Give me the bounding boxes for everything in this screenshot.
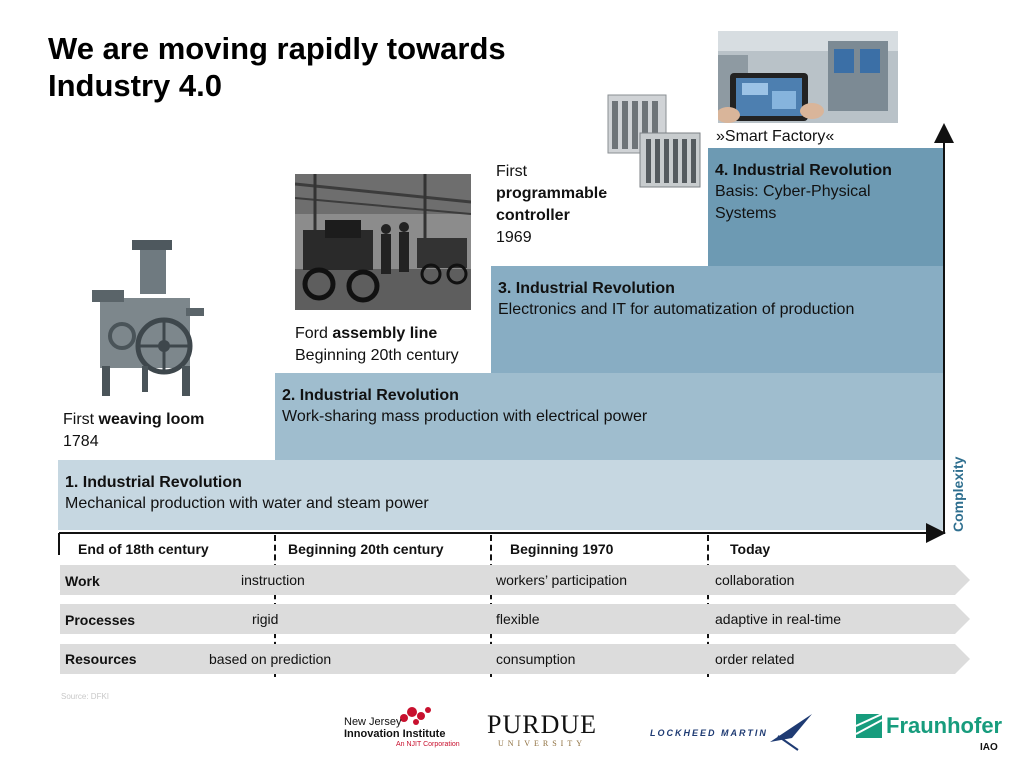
revolution-4-heading: 4. Industrial Revolution — [715, 162, 892, 179]
caption-loom-pre: First — [63, 411, 99, 428]
y-axis-label: Complexity — [950, 456, 966, 532]
era-label-1: End of 18th century — [78, 541, 209, 557]
lockheed-martin-logo: LOCKHEED MARTIN — [650, 712, 812, 752]
purdue-sub: UNIVERSITY — [498, 739, 586, 748]
row-processes-value-1: rigid — [252, 611, 279, 627]
row-label-processes: Processes — [65, 612, 136, 628]
title-line-2: Industry 4.0 — [48, 68, 222, 103]
revolution-1-description: Mechanical production with water and ste… — [65, 495, 429, 512]
caption-plc-bold1: programmable — [496, 185, 608, 202]
assembly-line-image — [295, 174, 471, 310]
fraunhofer-sub: IAO — [980, 742, 998, 753]
caption-plc-year: 1969 — [496, 229, 532, 246]
caption-ford-pre: Ford — [295, 325, 333, 342]
caption-ford-year: Beginning 20th century — [295, 347, 459, 364]
caption-plc-line1: First — [496, 163, 528, 180]
revolution-4-description-line-2: Systems — [715, 205, 777, 222]
fraunhofer-logo: Fraunhofer IAO — [856, 712, 1006, 756]
fraunhofer-name: Fraunhofer — [886, 713, 1003, 738]
row-band-work — [60, 565, 970, 595]
step-revolution-2: 2. Industrial Revolution Work-sharing ma… — [275, 373, 944, 460]
fraunhofer-mark-icon — [856, 714, 882, 738]
purdue-name: PURDUE — [486, 710, 597, 739]
njit-name-line-2: Innovation Institute — [344, 728, 446, 740]
caption-loom-year: 1784 — [63, 433, 99, 450]
row-work-value-1: instruction — [241, 572, 305, 588]
row-label-work: Work — [65, 573, 100, 589]
caption-smart-factory: »Smart Factory« — [716, 128, 835, 145]
smart-factory-image — [718, 31, 898, 123]
caption-ford-bold: assembly line — [332, 325, 438, 342]
caption-programmable-controller: First programmable controller 1969 — [496, 161, 607, 249]
title-line-1: We are moving rapidly towards — [48, 31, 506, 66]
weaving-loom-image — [82, 238, 212, 398]
era-label-3: Beginning 1970 — [510, 541, 614, 557]
row-resources-value-2: consumption — [496, 651, 576, 667]
era-label-2: Beginning 20th century — [288, 541, 444, 557]
caption-weaving-loom: First weaving loom 1784 — [63, 409, 204, 453]
row-label-resources: Resources — [65, 651, 137, 667]
caption-loom-bold: weaving loom — [98, 411, 205, 428]
row-processes-value-2: flexible — [496, 611, 540, 627]
njit-dots-icon — [400, 707, 431, 725]
step-revolution-3: 3. Industrial Revolution Electronics and… — [491, 266, 944, 373]
slide-title: We are moving rapidly towards Industry 4… — [48, 30, 648, 104]
row-resources-value-3: order related — [715, 651, 795, 667]
programmable-controller-image — [604, 93, 704, 191]
row-band-resources — [60, 644, 970, 674]
njit-name-line-3: An NJIT Corporation — [396, 741, 460, 748]
revolution-1-heading: 1. Industrial Revolution — [65, 474, 242, 491]
step-revolution-1: 1. Industrial Revolution Mechanical prod… — [58, 460, 944, 530]
revolution-4-description-line-1: Basis: Cyber-Physical — [715, 183, 871, 200]
purdue-logo: PURDUE UNIVERSITY — [486, 712, 598, 752]
lockheed-star-icon — [770, 714, 812, 751]
lockheed-name: LOCKHEED MARTIN — [650, 728, 768, 738]
caption-plc-bold2: controller — [496, 207, 570, 224]
row-work-value-3: collaboration — [715, 572, 795, 588]
njit-logo: New Jersey Innovation Institute An NJIT … — [344, 704, 464, 754]
row-resources-value-1: based on prediction — [209, 651, 332, 667]
njit-name-line-1: New Jersey — [344, 716, 402, 728]
source-note: Source: DFKI — [61, 692, 110, 701]
revolution-2-heading: 2. Industrial Revolution — [282, 387, 459, 404]
era-label-4: Today — [730, 541, 771, 557]
row-processes-value-3: adaptive in real-time — [715, 611, 842, 627]
step-revolution-4: 4. Industrial Revolution Basis: Cyber-Ph… — [708, 148, 944, 266]
caption-assembly-line: Ford assembly line Beginning 20th centur… — [295, 323, 459, 367]
row-band-processes — [60, 604, 970, 634]
revolution-2-description: Work-sharing mass production with electr… — [282, 408, 648, 425]
complexity-label-wrap: Complexity — [938, 457, 966, 532]
row-work-value-2: workers’ participation — [496, 572, 627, 588]
revolution-3-heading: 3. Industrial Revolution — [498, 280, 675, 297]
revolution-3-description: Electronics and IT for automatization of… — [498, 301, 855, 318]
